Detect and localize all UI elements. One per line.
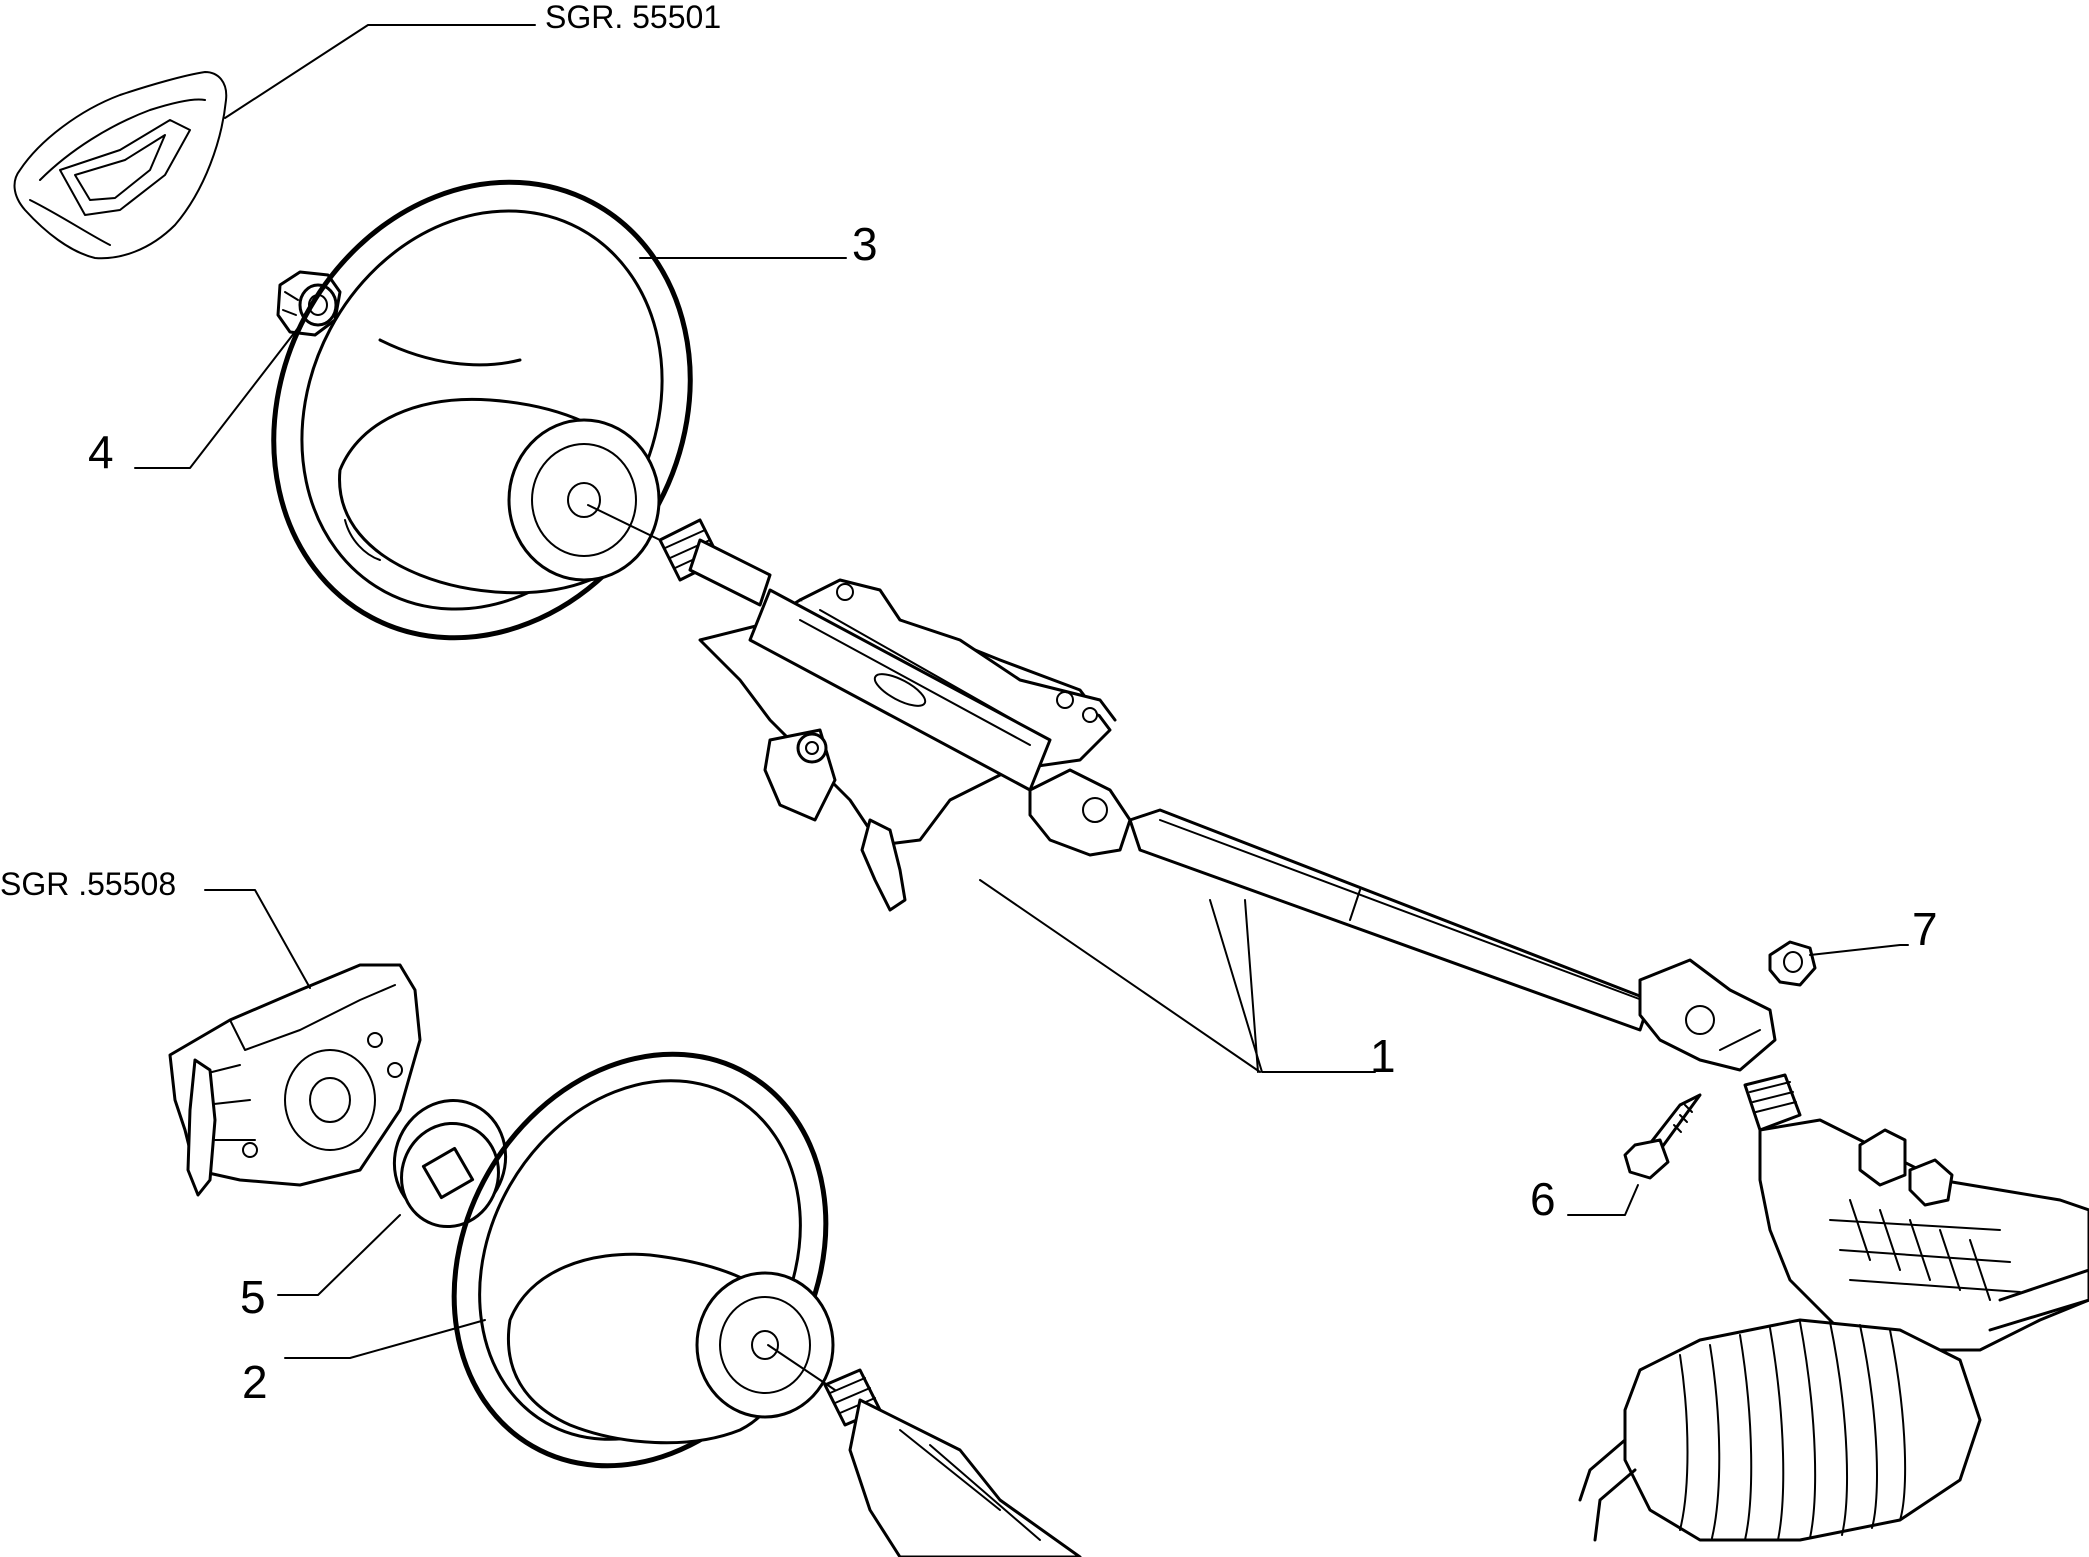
label-3: 3 — [852, 218, 878, 270]
pinch-bolt — [1623, 1093, 1702, 1180]
label-1: 1 — [1370, 1030, 1396, 1082]
leader-lines — [134, 24, 1909, 1391]
steering-rack — [1578, 1073, 2089, 1542]
label-2: 2 — [242, 1356, 268, 1408]
airbag-cover — [13, 71, 228, 260]
steering-wheel-alt — [451, 1051, 835, 1469]
steering-column — [658, 518, 1777, 1072]
ref-airbag-module: SGR .55508 — [0, 866, 176, 902]
flange-nut — [1768, 940, 1817, 987]
lower-column-stub — [823, 1368, 1082, 1557]
steering-wheel — [271, 179, 693, 641]
airbag-module — [168, 963, 422, 1197]
label-6: 6 — [1530, 1173, 1556, 1225]
ref-airbag-cover: SGR. 55501 — [545, 0, 721, 35]
label-5: 5 — [240, 1271, 266, 1323]
part-labels: SGR. 55501 SGR .55508 3 4 1 7 6 5 2 — [0, 0, 1938, 1408]
label-7: 7 — [1912, 903, 1938, 955]
label-4: 4 — [88, 426, 114, 478]
